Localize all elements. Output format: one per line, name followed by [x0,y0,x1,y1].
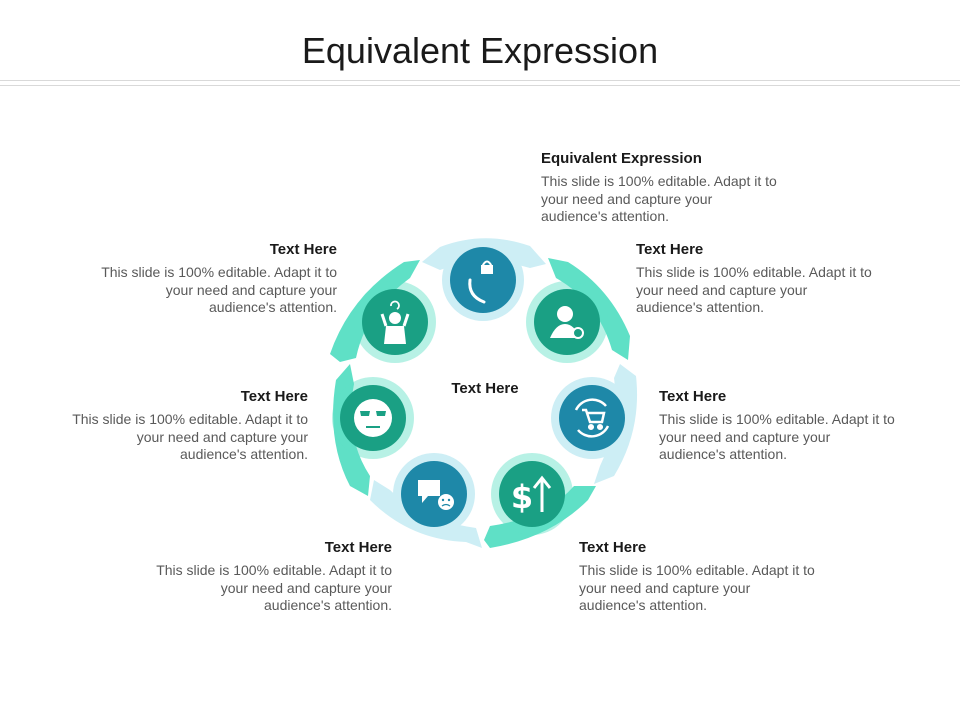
block-description: This slide is 100% editable. Adapt it to… [72,411,308,462]
svg-text:$: $ [511,478,533,516]
block-description: This slide is 100% editable. Adapt it to… [579,562,815,613]
text-block-4: Text Here This slide is 100% editable. A… [579,539,819,615]
block-heading: Text Here [324,539,392,556]
text-block-7: Text Here This slide is 100% editable. A… [97,241,337,317]
text-block-1: Equivalent Expression This slide is 100%… [541,150,781,226]
text-block-2: Text Here This slide is 100% editable. A… [636,241,876,317]
node-1 [442,239,524,321]
phone-lock-icon [468,260,493,304]
block-description: This slide is 100% editable. Adapt it to… [636,264,872,315]
block-description: This slide is 100% editable. Adapt it to… [541,173,777,224]
block-description: This slide is 100% editable. Adapt it to… [659,411,895,462]
sad-message-icon [418,480,454,510]
block-heading: Text Here [636,241,704,258]
block-heading: Text Here [269,241,337,258]
cool-face-icon [354,399,392,437]
node-7 [354,281,436,363]
doctor-icon [550,306,584,339]
node-3 [551,377,633,459]
ring-segment-5 [370,480,482,548]
block-heading: Text Here [659,388,727,405]
title-rule-bottom [0,85,960,86]
title-rule-top [0,80,960,81]
dollar-up-icon: $ [511,475,552,516]
node-6 [332,377,414,459]
ring-segment-2 [548,258,630,360]
text-block-5: Text Here This slide is 100% editable. A… [152,539,392,615]
node-4: $ [491,453,573,535]
text-block-3: Text Here This slide is 100% editable. A… [659,388,899,464]
block-heading: Text Here [579,539,647,556]
cart-cycle-icon [574,398,610,438]
text-block-6: Text Here This slide is 100% editable. A… [68,388,308,464]
center-label: Text Here [451,380,519,397]
block-description: This slide is 100% editable. Adapt it to… [101,264,337,315]
page-title: Equivalent Expression [301,30,659,71]
block-description: This slide is 100% editable. Adapt it to… [156,562,392,613]
node-5 [393,453,475,535]
block-heading: Equivalent Expression [541,150,702,167]
node-2 [526,281,608,363]
block-heading: Text Here [240,388,308,405]
stressed-person-icon [380,300,410,344]
